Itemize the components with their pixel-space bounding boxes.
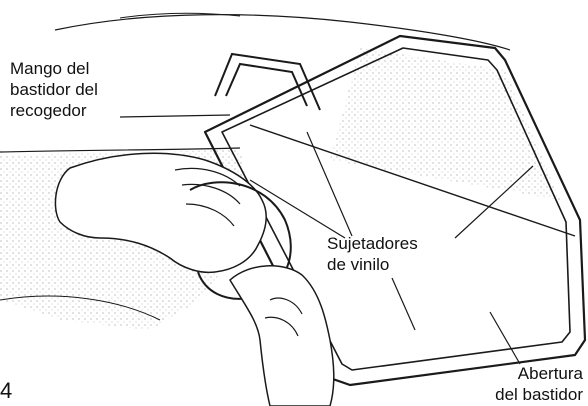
step-number: 4 (0, 378, 13, 403)
fabric-inside (330, 48, 560, 200)
fabric-fold-line (249, 124, 576, 237)
label-line: recogedor (10, 101, 87, 120)
label-line: del bastidor (495, 385, 583, 404)
small-hoop (189, 181, 292, 300)
label-line: bastidor del (10, 80, 98, 99)
hoop-handle (214, 52, 321, 111)
hoop-outer (203, 34, 587, 387)
leader-mango (119, 114, 231, 118)
label-line: Abertura (517, 364, 583, 383)
label-line: de vinilo (327, 255, 390, 274)
right-hand (229, 265, 335, 406)
left-hand-finger (174, 167, 241, 227)
label-line: Sujetadores (327, 234, 418, 253)
label-line: Mango del (10, 59, 90, 78)
leader-sujetadores-4 (391, 277, 416, 331)
leader-sujetadores-1 (249, 179, 346, 239)
leader-sujetadores-2 (306, 131, 353, 237)
label-hoop-opening: Abertura del bastidor (495, 363, 583, 405)
leader-abertura (489, 311, 521, 365)
hoop-inner (221, 47, 571, 371)
table-edge (54, 14, 511, 51)
leader-sujetadores-3 (454, 165, 534, 239)
label-hoop-handle: Mango del bastidor del recogedor (10, 58, 98, 121)
label-vinyl-fasteners: Sujetadores de vinilo (327, 233, 418, 275)
right-hand-finger (264, 297, 303, 337)
fabric-edge-2 (0, 295, 161, 321)
table-edge-2 (119, 12, 241, 19)
